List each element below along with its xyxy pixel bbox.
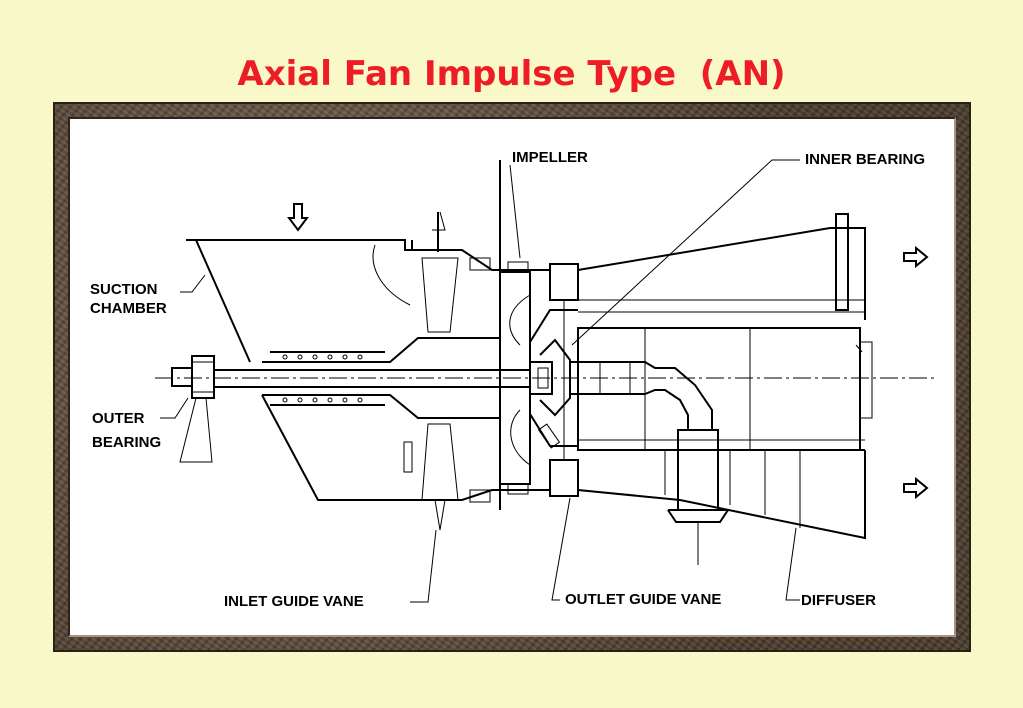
diagram-canvas <box>68 117 956 637</box>
suction-chamber <box>186 239 420 501</box>
outlet-guide-vanes <box>549 263 579 497</box>
slide-title: Axial Fan Impulse Type (AN) <box>237 54 786 94</box>
label-suction-chamber-line1: SUCTION <box>90 281 158 298</box>
inner-bearing <box>529 309 578 449</box>
fan-shaft <box>214 369 530 388</box>
arrow-right-icon <box>903 476 929 500</box>
service-pipe <box>570 361 730 565</box>
leader-lines <box>160 159 800 603</box>
outer-bearing <box>171 355 215 463</box>
label-outer-bearing-line2: BEARING <box>92 434 162 451</box>
label-diffuser: DIFFUSER <box>801 592 876 609</box>
label-outer-bearing-line1: OUTER <box>92 410 145 427</box>
label-inlet-guide-vane: INLET GUIDE VANE <box>224 593 364 610</box>
arrow-down-icon <box>287 203 309 232</box>
diffuser-cone <box>577 213 866 540</box>
arrow-right-icon <box>903 245 929 269</box>
diffuser-core <box>577 327 873 528</box>
label-suction-chamber-line2: CHAMBER <box>90 300 167 317</box>
label-impeller: IMPELLER <box>512 149 588 166</box>
label-outlet-guide-vane: OUTLET GUIDE VANE <box>565 591 722 608</box>
shaft-housing <box>262 337 500 419</box>
inlet-guide-vanes <box>403 211 459 531</box>
label-inner-bearing: INNER BEARING <box>805 151 926 168</box>
